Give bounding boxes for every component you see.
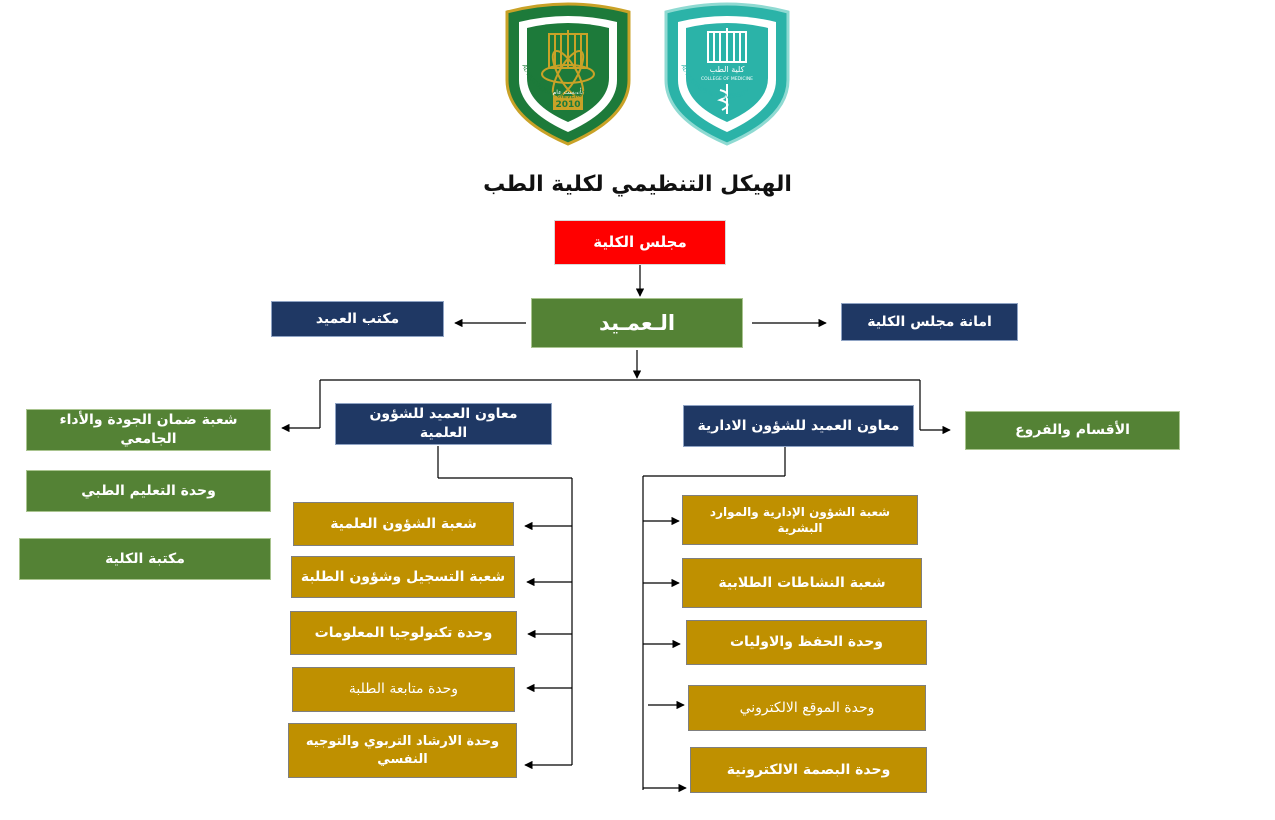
council-secretariat-box: امانة مجلس الكلية [841, 303, 1018, 341]
logo-year: 2010 [555, 100, 580, 110]
sci-unit-guidance: وحدة الارشاد التربوي والتوجيه النفسي [288, 723, 517, 778]
council-box: مجلس الكلية [554, 220, 726, 265]
dean-office-box: مكتب العميد [271, 301, 444, 337]
sci-unit-registration: شعبة التسجيل وشؤون الطلبة [291, 556, 515, 598]
scientific-assistant-box: معاون العميد للشؤون العلمية [335, 403, 552, 445]
sci-unit-student-followup: وحدة متابعة الطلبة [292, 667, 515, 712]
sci-unit-it: وحدة تكنولوجيا المعلومات [290, 611, 517, 655]
logo-est-label: تأسست عام [553, 87, 584, 96]
quality-box: شعبة ضمان الجودة والأداء الجامعي [26, 409, 271, 451]
library-box: مكتبة الكلية [19, 538, 271, 580]
admin-unit-student-activities: شعبة النشاطات الطلابية [682, 558, 922, 608]
medical-education-box: وحدة التعليم الطبي [26, 470, 271, 512]
university-logo: تأسست عام 2010 AL-MUSTAQBAL UNIVERSITY [505, 2, 631, 146]
medicine-logo: كلية الطب COLLEGE OF MEDICINE AL-MUSTAQB… [664, 2, 790, 146]
admin-assistant-box: معاون العميد للشؤون الادارية [683, 405, 914, 447]
admin-unit-website: وحدة الموقع الالكتروني [688, 685, 926, 731]
logo-college-ar: كلية الطب [710, 65, 745, 74]
dean-box: الـعمـيد [531, 298, 743, 348]
logo-college-en: COLLEGE OF MEDICINE [701, 76, 753, 82]
departments-box: الأقسام والفروع [965, 411, 1180, 450]
admin-unit-archive: وحدة الحفظ والاوليات [686, 620, 927, 665]
page-title: الهيكل التنظيمي لكلية الطب [483, 172, 792, 197]
admin-unit-fingerprint: وحدة البصمة الالكترونية [690, 747, 927, 793]
sci-unit-scientific-affairs: شعبة الشؤون العلمية [293, 502, 514, 546]
admin-unit-hr: شعبة الشؤون الإدارية والموارد البشرية [682, 495, 918, 545]
